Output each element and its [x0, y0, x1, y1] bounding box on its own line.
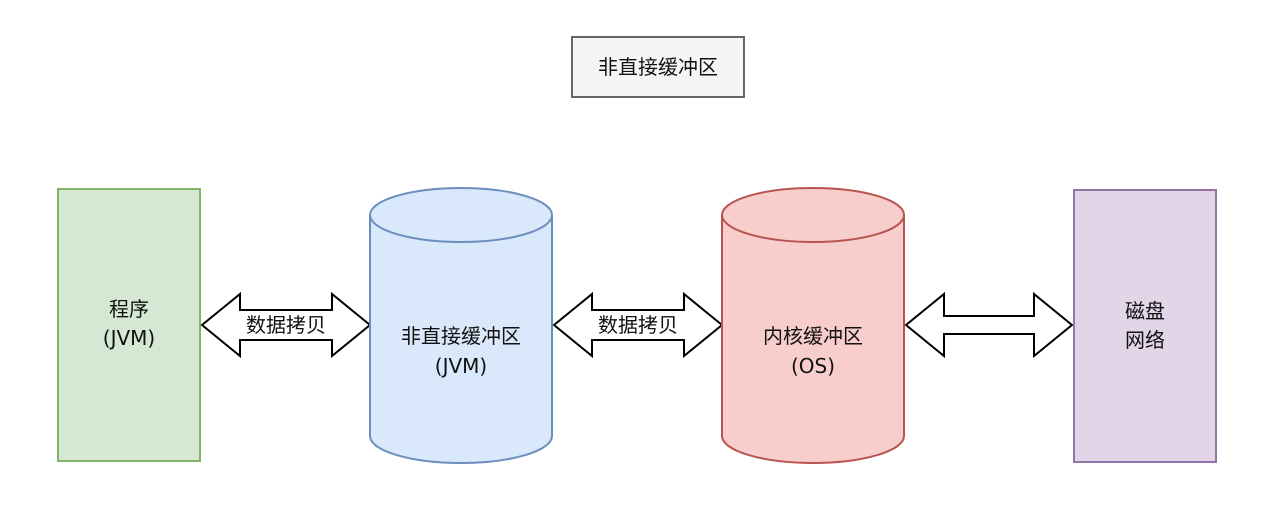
arrow-program-jvm-label: 数据拷贝 [246, 313, 326, 337]
storage-node: 磁盘 网络 [1073, 189, 1217, 463]
arrow-kernel-storage [904, 291, 1074, 359]
jvm-buffer-cylinder: 非直接缓冲区 (JVM) [369, 187, 553, 464]
arrow-jvm-kernel: 数据拷贝 [552, 291, 724, 359]
kernel-buffer-cylinder: 内核缓冲区 (OS) [721, 187, 905, 464]
program-node: 程序 (JVM) [57, 188, 201, 462]
title-box: 非直接缓冲区 [571, 36, 745, 98]
jvm-buffer-label-line2: (JVM) [435, 354, 487, 378]
kernel-buffer-label-line1: 内核缓冲区 [763, 324, 863, 348]
jvm-buffer-label-line1: 非直接缓冲区 [401, 324, 521, 348]
kernel-buffer-label-line2: (OS) [791, 354, 835, 378]
program-label-line2: (JVM) [103, 326, 155, 350]
arrow-jvm-kernel-label: 数据拷贝 [598, 313, 678, 337]
storage-label-line2: 网络 [1125, 328, 1165, 352]
storage-label-line1: 磁盘 [1125, 299, 1165, 323]
title-text: 非直接缓冲区 [598, 55, 718, 79]
arrow-program-jvm: 数据拷贝 [200, 291, 372, 359]
program-label-line1: 程序 [109, 297, 149, 321]
